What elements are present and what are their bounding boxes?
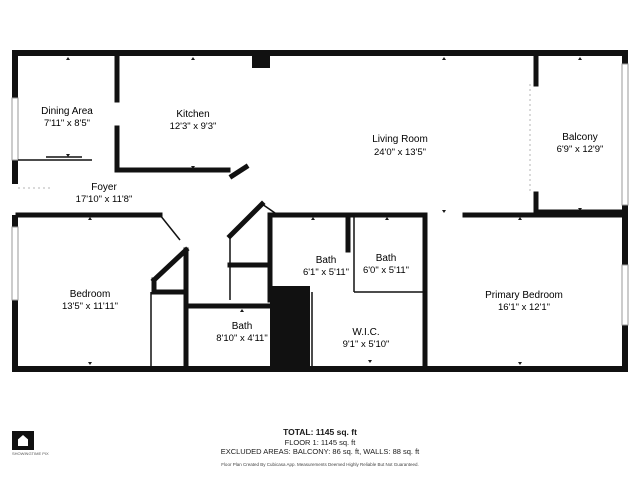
room-labels: Dining Area 7'11" x 8'5" Kitchen 12'3" x… xyxy=(41,106,603,350)
room-name-balcony: Balcony xyxy=(562,132,598,143)
tick-mark xyxy=(578,57,582,60)
room-dims-balcony: 6'9" x 12'9" xyxy=(557,144,604,155)
room-name-living-room: Living Room xyxy=(372,134,428,145)
house-logo-icon xyxy=(12,431,34,450)
room-dims-foyer: 17'10" x 11'8" xyxy=(76,194,133,205)
tick-mark xyxy=(240,309,244,312)
room-name-bath-1: Bath xyxy=(316,255,337,266)
room-dims-bedroom: 13'5" x 11'11" xyxy=(62,301,118,312)
excluded-areas: EXCLUDED AREAS: BALCONY: 86 sq. ft, WALL… xyxy=(220,447,420,456)
room-dims-bath-2: 6'0" x 5'11" xyxy=(363,265,409,276)
room-name-bath-3: Bath xyxy=(232,321,253,332)
tick-mark xyxy=(442,210,446,213)
tick-mark xyxy=(311,217,315,220)
room-name-primary-bedroom: Primary Bedroom xyxy=(485,290,563,301)
room-dims-bath-3: 8'10" x 4'11" xyxy=(216,333,267,344)
tick-mark xyxy=(88,362,92,365)
total-area: TOTAL: 1145 sq. ft xyxy=(283,427,357,437)
area-summary: TOTAL: 1145 sq. ft FLOOR 1: 1145 sq. ft … xyxy=(0,427,640,469)
tick-mark xyxy=(191,166,195,169)
room-name-kitchen: Kitchen xyxy=(176,109,209,120)
tick-mark xyxy=(518,217,522,220)
interior-walls xyxy=(15,53,625,369)
room-dims-bath-1: 6'1" x 5'11" xyxy=(303,267,349,278)
room-dims-dining-area: 7'11" x 8'5" xyxy=(44,118,90,129)
room-name-wic: W.I.C. xyxy=(352,327,379,338)
tick-mark xyxy=(442,57,446,60)
room-name-bath-2: Bath xyxy=(376,253,397,264)
disclaimer: Floor Plan Created By Cubicasa App. Meas… xyxy=(221,461,419,467)
tick-mark xyxy=(88,217,92,220)
brand-name: SHOWINGTIME PIX xyxy=(12,451,49,456)
dimension-ticks xyxy=(66,57,582,365)
tick-mark xyxy=(191,57,195,60)
room-name-foyer: Foyer xyxy=(91,182,117,193)
exterior-walls xyxy=(12,50,628,372)
brand-logo: SHOWINGTIME PIX xyxy=(12,431,49,456)
room-dims-wic: 9'1" x 5'10" xyxy=(343,339,390,350)
tick-mark xyxy=(385,217,389,220)
windows xyxy=(11,63,629,326)
room-dims-primary-bedroom: 16'1" x 12'1" xyxy=(498,302,550,313)
floor-area: FLOOR 1: 1145 sq. ft xyxy=(284,437,356,447)
tick-mark xyxy=(578,208,582,211)
room-dims-living-room: 24'0" x 13'5" xyxy=(374,147,426,158)
room-dims-kitchen: 12'3" x 9'3" xyxy=(170,121,217,132)
tick-mark xyxy=(66,154,70,157)
tick-mark xyxy=(518,362,522,365)
room-name-dining-area: Dining Area xyxy=(41,106,93,117)
room-name-bedroom: Bedroom xyxy=(70,289,111,300)
tick-mark xyxy=(368,360,372,363)
tick-mark xyxy=(66,57,70,60)
